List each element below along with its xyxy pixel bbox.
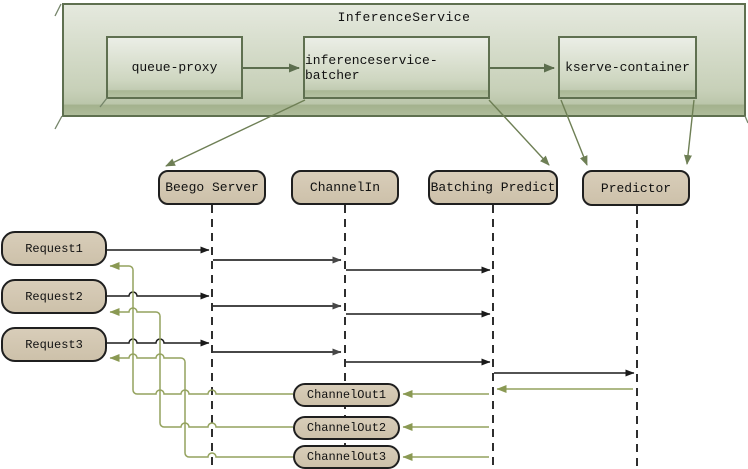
lifeline-label: ChannelIn — [309, 180, 381, 195]
channelout1-to-request1-return — [109, 262, 293, 395]
channel-out-node-2: ChannelOut2 — [293, 416, 400, 440]
request-node-1: Request1 — [1, 231, 107, 266]
channelout2-to-request2-return — [109, 307, 293, 428]
component-inferenceservice-batcher: inferenceservice-batcher — [303, 36, 490, 99]
lifeline-predictor: Predictor — [582, 170, 690, 206]
lifeline-channelin: ChannelIn — [291, 170, 399, 205]
component-queue-proxy: queue-proxy — [106, 36, 243, 99]
channel-out-label: ChannelOut1 — [306, 388, 387, 402]
beego-to-channelin-arrows — [213, 256, 342, 356]
lifeline-label: Predictor — [600, 180, 672, 196]
channelout3-to-request3-return — [109, 353, 293, 458]
request-to-beego-arrows — [107, 246, 210, 347]
channel-out-label: ChannelOut2 — [306, 421, 387, 435]
request-label: Request3 — [25, 337, 83, 352]
channel-out-node-1: ChannelOut1 — [293, 383, 400, 407]
request-label: Request1 — [25, 241, 83, 256]
lifeline-dashed-lines — [211, 205, 638, 469]
request-label: Request2 — [25, 289, 83, 304]
lifeline-label: Batching Predict — [430, 180, 556, 195]
lifeline-batching-predict: Batching Predict — [428, 170, 558, 205]
channel-out-node-3: ChannelOut3 — [293, 445, 400, 469]
component-label: kserve-container — [565, 60, 690, 75]
inference-service-title: InferenceService — [337, 10, 471, 25]
request-node-2: Request2 — [1, 279, 107, 314]
channel-out-label: ChannelOut3 — [306, 450, 387, 464]
lifeline-beego-server: Beego Server — [158, 170, 266, 205]
request-node-3: Request3 — [1, 327, 107, 362]
component-label: inferenceservice-batcher — [305, 52, 438, 83]
component-label: queue-proxy — [131, 60, 218, 75]
lifeline-label: Beego Server — [165, 180, 259, 195]
component-kserve-container: kserve-container — [558, 36, 697, 99]
channelin-to-batching-arrows — [346, 266, 635, 377]
